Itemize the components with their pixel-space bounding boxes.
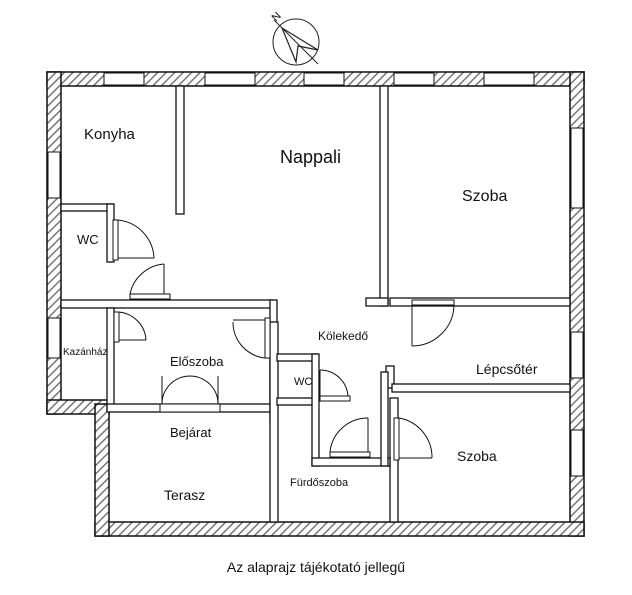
room-label-eloszoba: Előszoba <box>170 354 224 369</box>
room-label-wc-1: WC <box>77 232 99 247</box>
room-label-terasz: Terasz <box>164 487 205 503</box>
room-labels: Konyha Nappali Szoba WC Kazánház Előszob… <box>63 126 538 503</box>
room-label-nappali: Nappali <box>280 147 341 167</box>
doors <box>112 219 455 461</box>
outer-walls <box>46 71 585 537</box>
room-label-furdoszoba: Fürdőszoba <box>290 477 349 489</box>
room-label-kazanhaz: Kazánház <box>63 347 107 358</box>
windows <box>47 72 584 477</box>
room-label-konyha: Konyha <box>84 126 136 143</box>
disclaimer-caption: Az alaprajz tájékotató jellegű <box>226 559 406 575</box>
room-label-szoba-1: Szoba <box>462 188 507 205</box>
svg-text:N: N <box>270 10 284 24</box>
room-label-bejarat: Bejárat <box>170 425 212 440</box>
room-label-lepcsoter: Lépcsőtér <box>476 361 538 377</box>
north-arrow-icon: N <box>270 10 320 66</box>
room-label-wc-2: WC <box>294 376 312 388</box>
room-label-szoba-2: Szoba <box>457 448 497 464</box>
room-label-kolekedo: Kölekedő <box>318 329 368 343</box>
